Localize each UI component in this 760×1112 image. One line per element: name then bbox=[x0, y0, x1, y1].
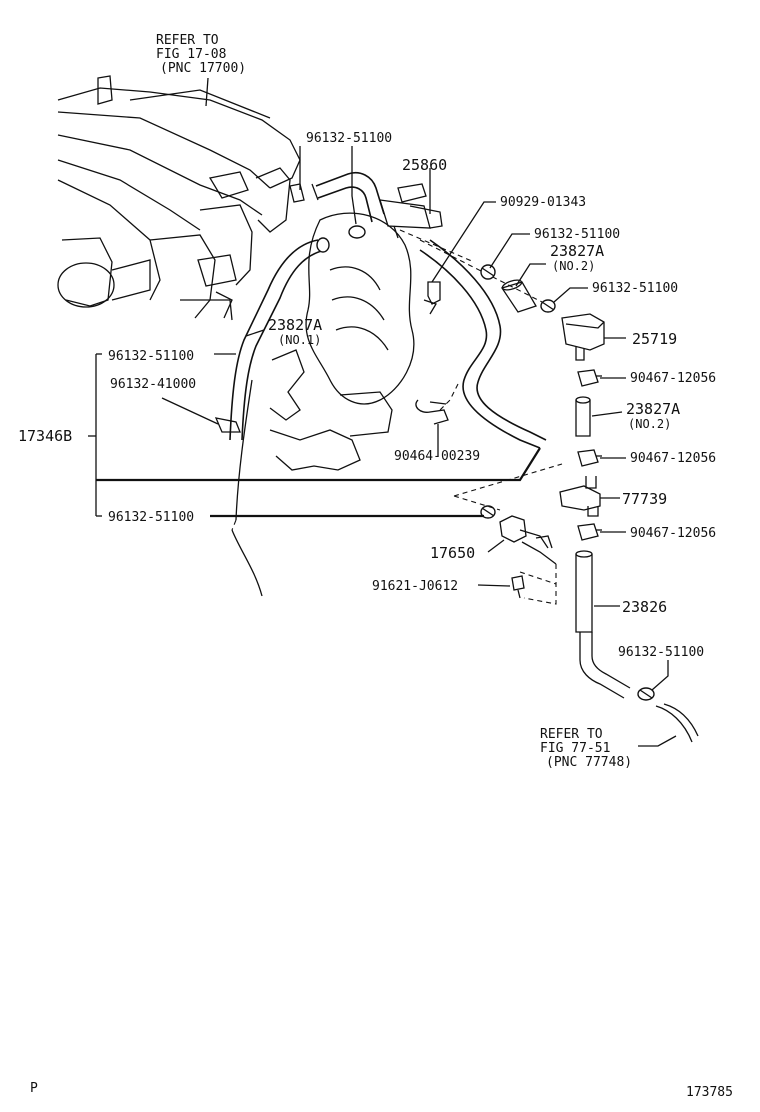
part-label-96132-51100-bottom: 96132-51100 bbox=[108, 510, 194, 525]
part-label-90929-01343: 90929-01343 bbox=[500, 195, 586, 210]
part-label-90467-12056-c: 90467-12056 bbox=[630, 526, 716, 541]
part-label-17346b: 17346B bbox=[18, 427, 72, 445]
part-label-90467-12056-a: 90467-12056 bbox=[630, 371, 716, 386]
bolt-91621-j0612-drawing bbox=[511, 575, 525, 599]
valve-25719-drawing bbox=[561, 313, 605, 361]
part-label-96132-51100-r2: 96132-51100 bbox=[592, 281, 678, 296]
clip-96132-41000-drawing bbox=[214, 417, 241, 433]
engine-body-drawing bbox=[231, 212, 415, 597]
refer-top-line1: REFER TO bbox=[156, 33, 219, 48]
part-label-no2-r2: (NO.2) bbox=[628, 417, 671, 431]
hose-center-to-right bbox=[419, 239, 547, 449]
part-label-25860: 25860 bbox=[402, 156, 447, 174]
refer-top-line3: (PNC 17700) bbox=[160, 61, 246, 76]
hose-23827a-no1 bbox=[229, 237, 330, 441]
refer-bottom-line3: (PNC 77748) bbox=[546, 755, 632, 770]
part-label-23826: 23826 bbox=[622, 598, 667, 616]
leader-dashed-2 bbox=[419, 239, 543, 303]
vsv-25860-drawing bbox=[379, 183, 443, 239]
line-17346b bbox=[96, 447, 541, 482]
part-label-90464-00239: 90464-00239 bbox=[394, 449, 480, 464]
fitting-90929-01343-drawing bbox=[423, 281, 441, 315]
hose-23827a-no2-drawing bbox=[500, 279, 537, 313]
hose-23826-drawing bbox=[575, 550, 631, 699]
leader-dashed-5 bbox=[453, 495, 501, 511]
hose-end-drawing-2 bbox=[663, 703, 699, 737]
clip-r1-drawing bbox=[480, 264, 496, 280]
part-label-90467-12056-b: 90467-12056 bbox=[630, 451, 716, 466]
tee-77739-drawing bbox=[559, 476, 601, 517]
part-label-96132-51100-lower: 96132-51100 bbox=[618, 645, 704, 660]
part-label-no1-mid: (NO.1) bbox=[278, 333, 321, 347]
clip-r2-drawing bbox=[540, 299, 556, 313]
leader-dashed-6 bbox=[519, 571, 557, 605]
hose-23827a-no2-vertical-drawing bbox=[575, 396, 591, 437]
leader-dashed-3 bbox=[439, 383, 459, 411]
refer-top-line2: FIG 17-08 bbox=[156, 47, 226, 62]
clamp-90467-12056-a-drawing bbox=[577, 369, 602, 387]
clamp-90467-12056-b-drawing bbox=[577, 449, 602, 467]
part-label-91621-j0612: 91621-J0612 bbox=[372, 579, 458, 594]
corner-label-left: P bbox=[30, 1081, 38, 1096]
part-label-96132-51100-top: 96132-51100 bbox=[306, 131, 392, 146]
part-label-23827a-mid: 23827A bbox=[268, 316, 322, 334]
refer-bottom-line1: REFER TO bbox=[540, 727, 603, 742]
part-label-23827a-r: 23827A bbox=[550, 242, 604, 260]
part-label-25719: 25719 bbox=[632, 330, 677, 348]
part-label-no2-r: (NO.2) bbox=[552, 259, 595, 273]
leader-lines bbox=[88, 77, 677, 747]
clamp-90464-00239-drawing bbox=[415, 399, 449, 425]
clip-lower-drawing bbox=[637, 687, 655, 701]
leader-dashed-1 bbox=[399, 229, 475, 263]
part-label-23827a-r2: 23827A bbox=[626, 400, 680, 418]
intake-manifold-drawing bbox=[57, 75, 301, 321]
refer-bottom-line2: FIG 77-51 bbox=[540, 741, 610, 756]
part-label-96132-51100-left: 96132-51100 bbox=[108, 349, 194, 364]
hose-end-drawing bbox=[655, 705, 693, 743]
clamp-90467-12056-c-drawing bbox=[577, 523, 602, 541]
hose-to-25860 bbox=[311, 172, 385, 239]
part-label-96132-51100-r1: 96132-51100 bbox=[534, 227, 620, 242]
vsv-17650-drawing bbox=[480, 505, 557, 565]
clip-top-drawing bbox=[289, 183, 305, 203]
part-label-17650: 17650 bbox=[430, 544, 475, 562]
part-label-77739: 77739 bbox=[622, 490, 667, 508]
diagram-number: 173785 bbox=[686, 1085, 733, 1100]
part-label-96132-41000: 96132-41000 bbox=[110, 377, 196, 392]
